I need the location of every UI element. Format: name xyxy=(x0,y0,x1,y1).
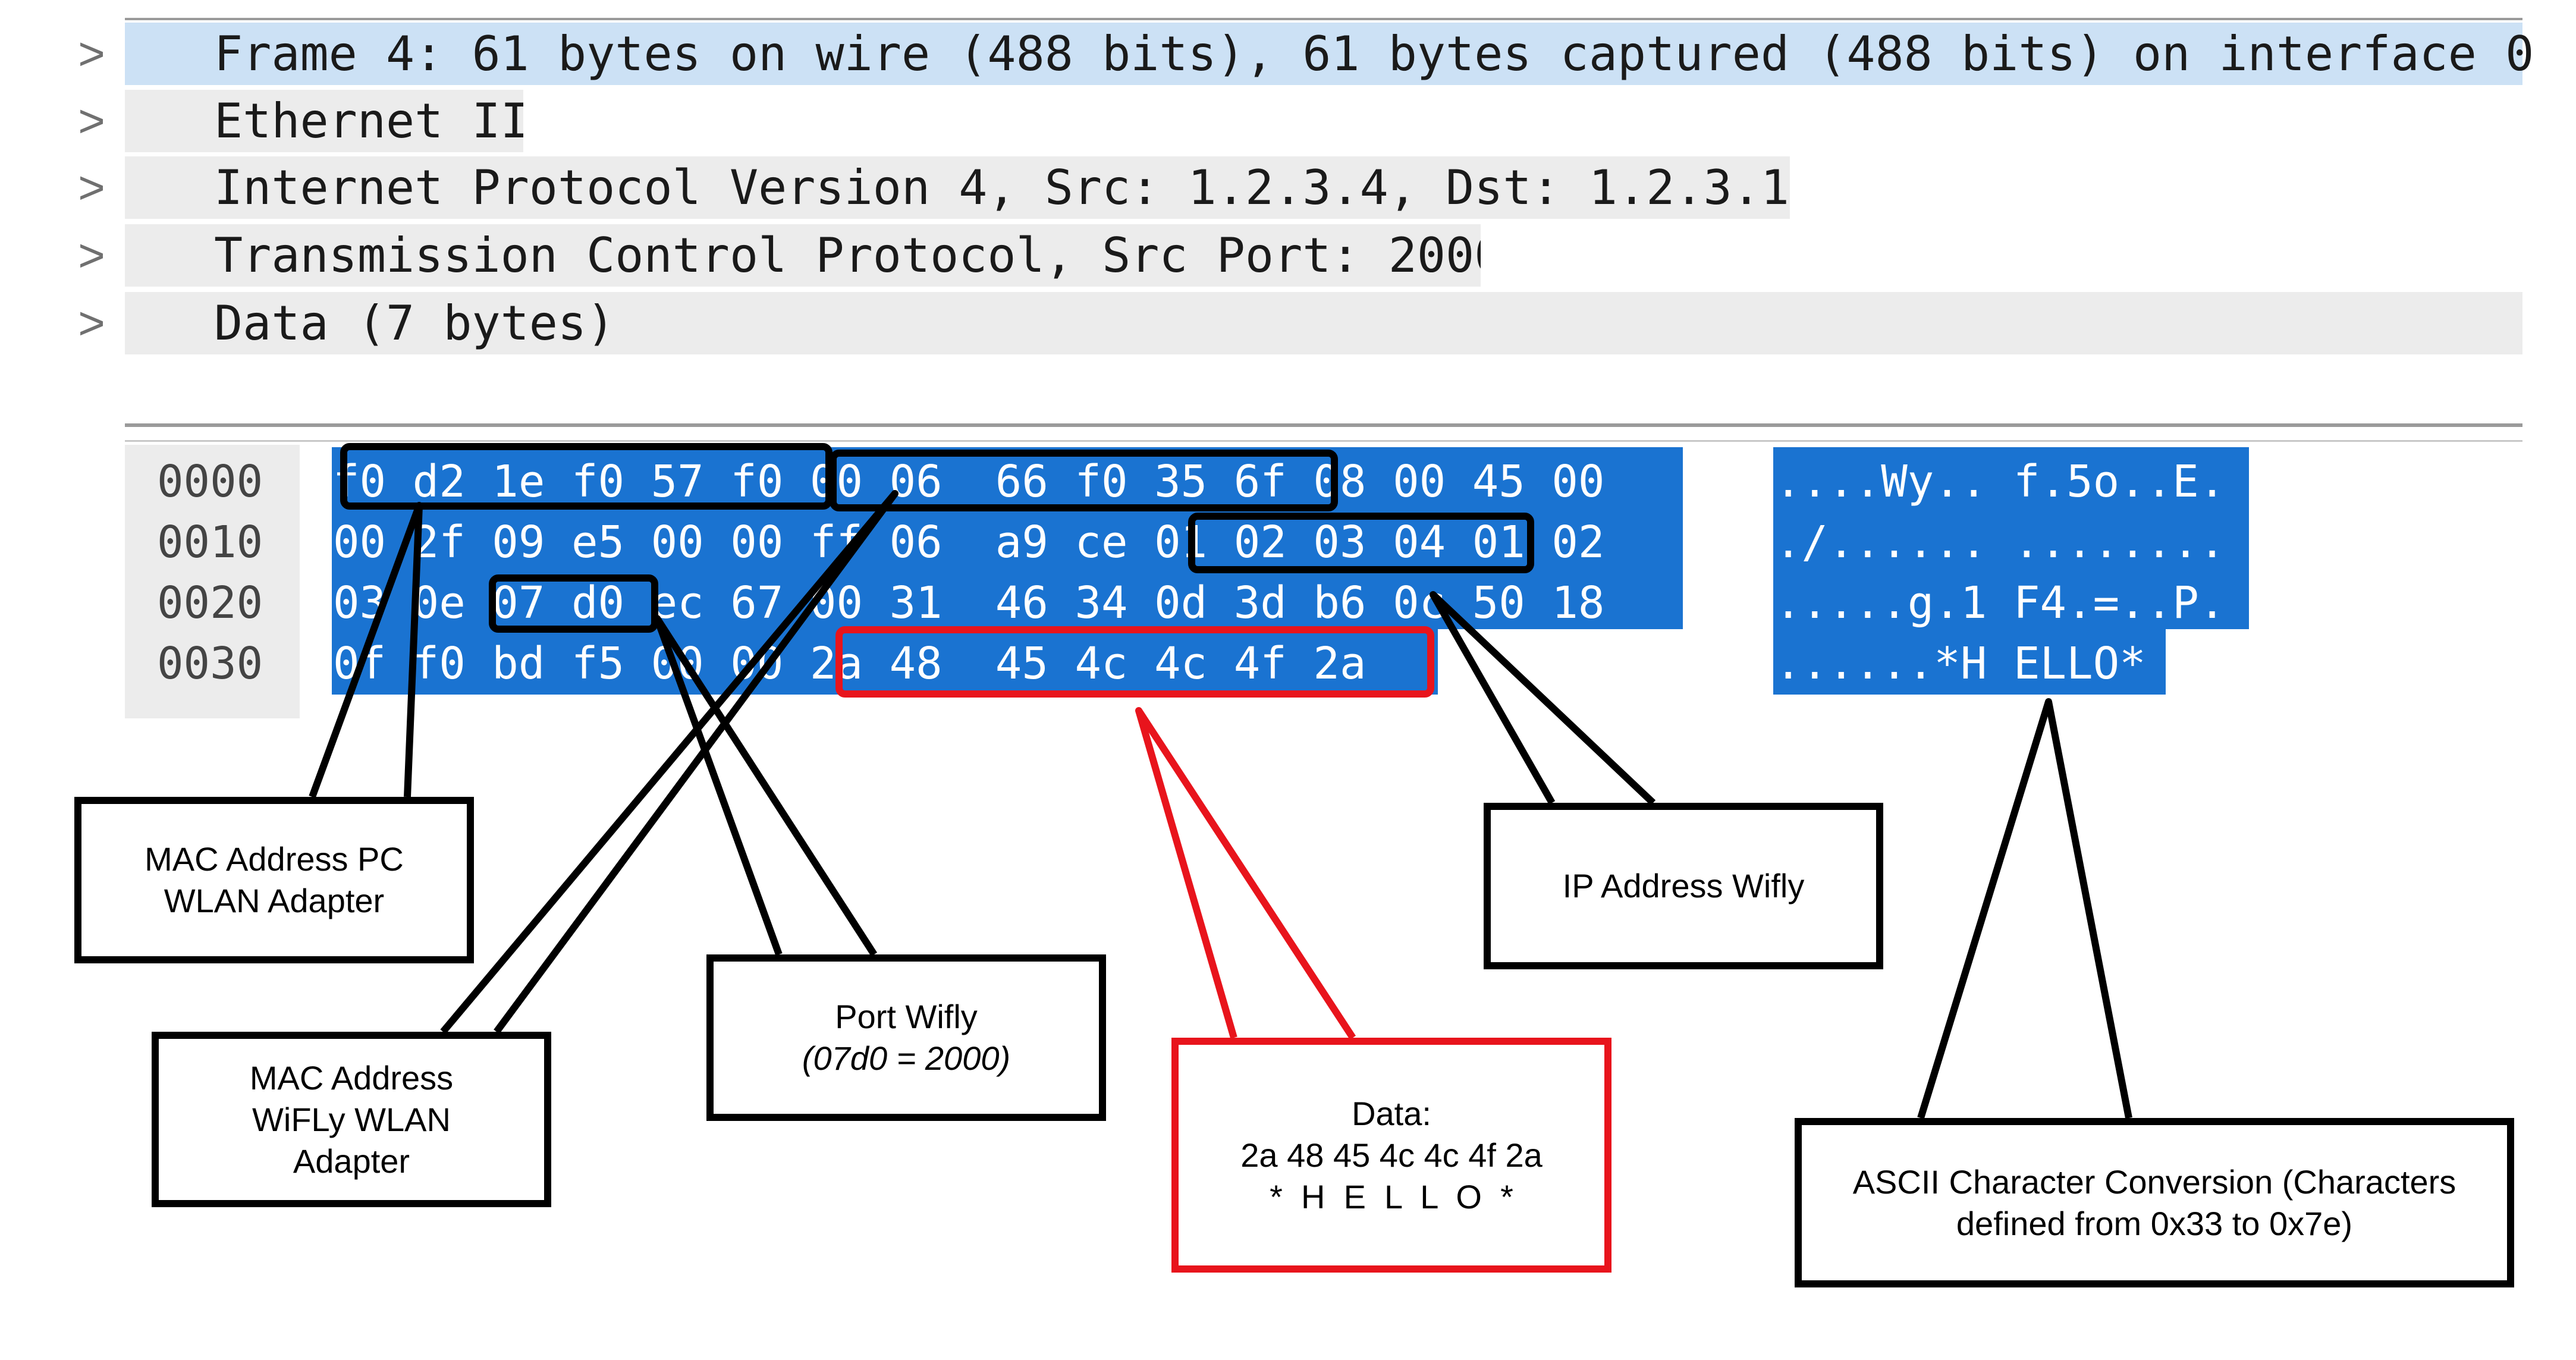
pane-divider-shadow xyxy=(125,440,2522,442)
blank-area xyxy=(1481,224,2527,287)
chevron-right-icon[interactable]: > xyxy=(78,297,105,349)
callout-text: IP Address Wifly xyxy=(1562,867,1805,904)
chevron-right-icon[interactable]: > xyxy=(78,95,105,147)
callout-text: defined from 0x33 to 0x7e) xyxy=(1956,1204,2353,1242)
mac-wifly-highlight xyxy=(830,450,1338,511)
ascii-bytes[interactable]: ./...... ........ xyxy=(1775,517,2226,568)
ip-pointer xyxy=(1430,591,1656,806)
hex-selection xyxy=(332,629,1438,695)
callout-port-wifly: Port Wifly (07d0 = 2000) xyxy=(706,954,1106,1121)
offset-label: 0010 xyxy=(157,517,263,568)
callout-text: MAC Address xyxy=(249,1059,454,1097)
callout-mac-pc: MAC Address PC WLAN Adapter xyxy=(74,797,474,963)
callout-text: WLAN Adapter xyxy=(164,882,385,919)
data-highlight xyxy=(835,626,1434,698)
mac-pc-pointer xyxy=(309,502,423,799)
callout-text: (07d0 = 2000) xyxy=(802,1039,1011,1077)
blank-area xyxy=(523,90,2527,152)
blank-area xyxy=(1790,156,2527,219)
offset-label: 0030 xyxy=(157,638,263,689)
offset-column xyxy=(125,445,300,718)
port-highlight xyxy=(489,574,658,633)
tree-row-label: Data (7 bytes) xyxy=(214,296,615,351)
callout-text: MAC Address PC xyxy=(144,840,404,878)
tree-row-label: Internet Protocol Version 4, Src: 1.2.3.… xyxy=(214,160,1818,215)
callout-text: Data: xyxy=(1352,1094,1431,1132)
callout-text: ASCII Character Conversion (Characters xyxy=(1852,1163,2456,1201)
top-divider xyxy=(125,18,2522,20)
chevron-right-icon[interactable]: > xyxy=(78,161,105,213)
tree-row-label: Frame 4: 61 bytes on wire (488 bits), 61… xyxy=(214,26,2534,81)
callout-text: WiFLy WLAN xyxy=(252,1100,451,1138)
ascii-selection xyxy=(1773,447,2249,629)
tree-row-frame[interactable]: > Frame 4: 61 bytes on wire (488 bits), … xyxy=(78,23,2534,85)
hex-bytes[interactable]: 00 2f 09 e5 00 00 ff 06 a9 ce 01 02 03 0… xyxy=(333,517,1605,568)
tree-row-data[interactable]: > Data (7 bytes) xyxy=(78,292,2522,354)
callout-text: Port Wifly xyxy=(835,998,978,1035)
hex-selection xyxy=(332,447,1683,629)
tree-row-label: Ethernet II xyxy=(214,93,529,149)
chevron-right-icon[interactable]: > xyxy=(78,229,105,281)
pane-divider[interactable] xyxy=(125,423,2522,427)
ascii-bytes[interactable]: .....g.1 F4.=..P. xyxy=(1775,577,2226,629)
ascii-bytes[interactable]: ......*H ELLO* xyxy=(1775,638,2146,689)
callout-text: 2a 48 45 4c 4c 4f 2a xyxy=(1240,1136,1543,1174)
offset-label: 0000 xyxy=(157,456,263,507)
ip-highlight xyxy=(1188,513,1534,573)
callout-data: Data: 2a 48 45 4c 4c 4f 2a * H E L L O * xyxy=(1171,1038,1611,1273)
hex-bytes[interactable]: f0 d2 1e f0 57 f0 00 06 66 f0 35 6f 08 0… xyxy=(333,456,1605,507)
ascii-selection xyxy=(1773,629,2166,695)
offset-label: 0020 xyxy=(157,577,263,629)
mac-pc-highlight xyxy=(340,443,833,510)
ascii-pointer xyxy=(1917,698,2132,1119)
callout-text: * H E L L O * xyxy=(1270,1177,1513,1215)
chevron-right-icon[interactable]: > xyxy=(78,27,105,80)
mac-wifly-pointer xyxy=(440,490,899,1034)
callout-ascii: ASCII Character Conversion (Characters d… xyxy=(1795,1118,2514,1287)
callout-text: Adapter xyxy=(293,1142,410,1180)
ascii-bytes[interactable]: ....Wy.. f.5o..E. xyxy=(1775,456,2226,507)
data-pointer xyxy=(1135,707,1356,1040)
callout-ip-wifly: IP Address Wifly xyxy=(1484,803,1883,969)
callout-mac-wifly: MAC Address WiFLy WLAN Adapter xyxy=(152,1032,551,1207)
